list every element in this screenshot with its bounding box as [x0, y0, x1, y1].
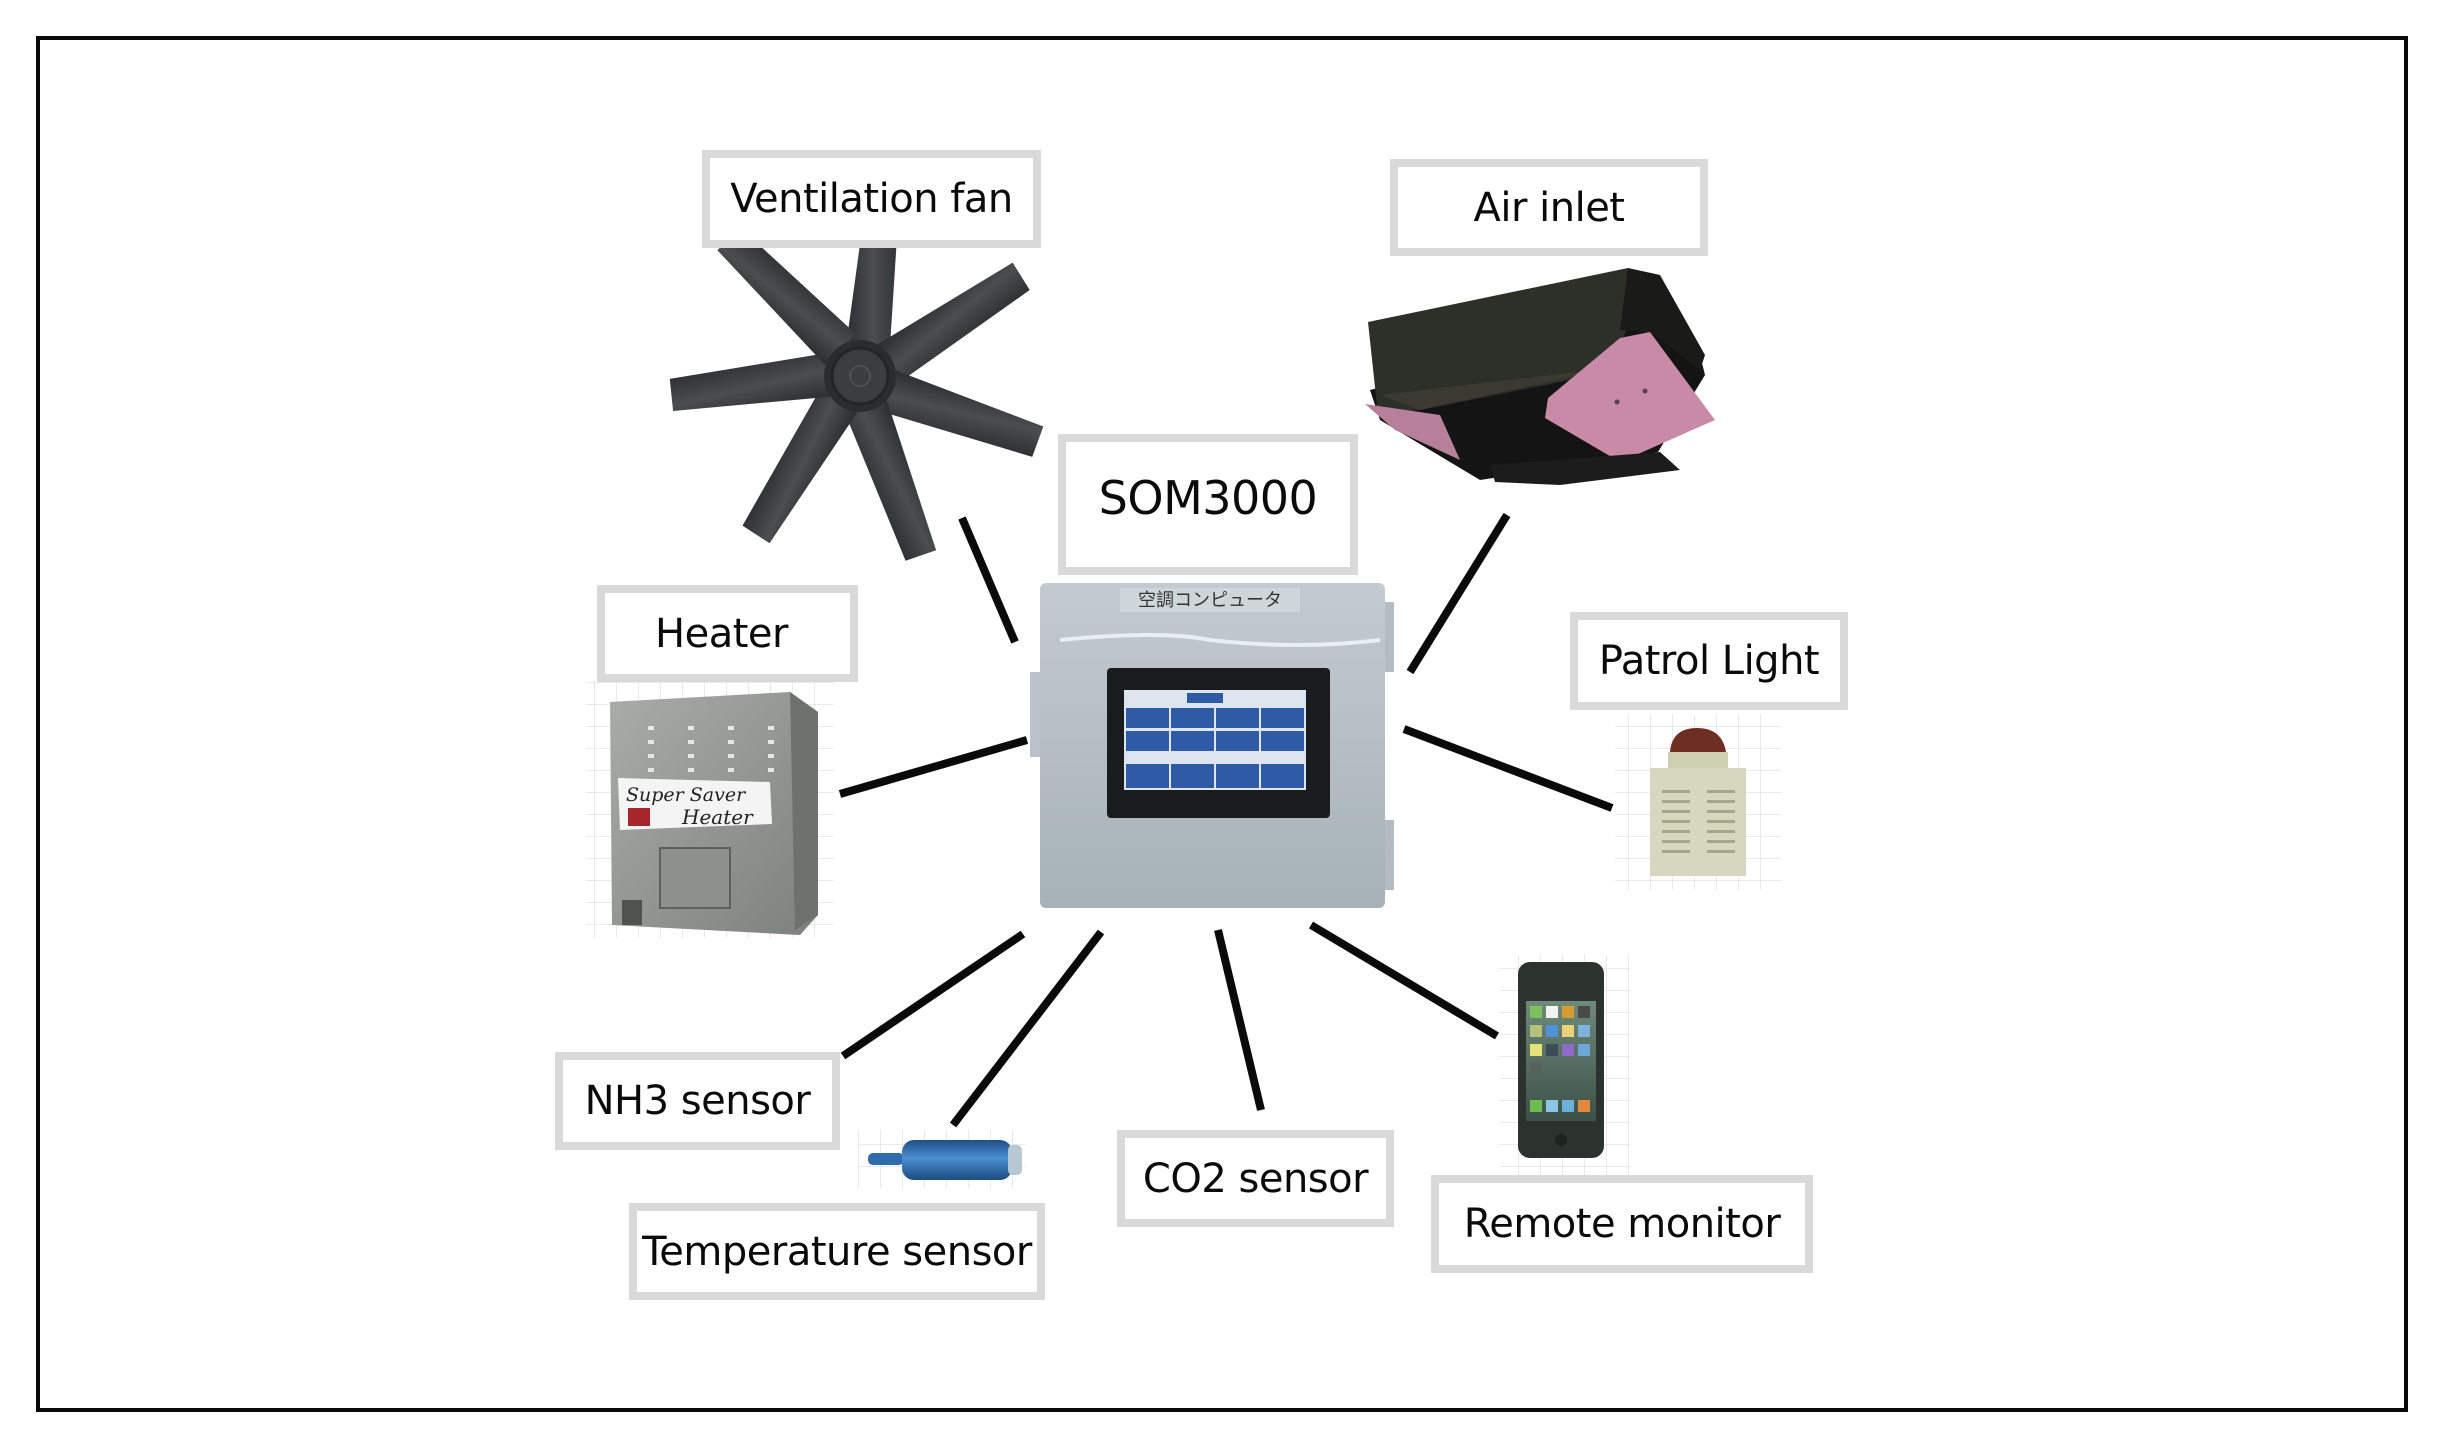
- connector-co2-sensor: [1214, 929, 1265, 1111]
- label-co2-sensor: CO2 sensor: [1117, 1130, 1394, 1227]
- label-air-inlet-text: Air inlet: [1473, 184, 1625, 231]
- label-nh3-sensor: NH3 sensor: [555, 1052, 840, 1150]
- label-co2-sensor-text: CO2 sensor: [1142, 1155, 1369, 1202]
- connector-ventilation-fan: [958, 516, 1019, 644]
- patrol-light-icon: [1615, 715, 1781, 890]
- connector-patrol-light: [1402, 725, 1614, 812]
- label-ventilation-fan-text: Ventilation fan: [730, 176, 1013, 222]
- label-patrol-light-text: Patrol Light: [1598, 638, 1820, 684]
- connector-nh3-sensor: [840, 930, 1026, 1060]
- label-temperature-sensor: Temperature sensor: [629, 1203, 1045, 1300]
- label-som3000: SOM3000: [1058, 434, 1358, 575]
- label-temperature-sensor-text: Temperature sensor: [642, 1228, 1032, 1275]
- heater-product-text: Heater: [681, 805, 754, 829]
- label-nh3-sensor-text: NH3 sensor: [584, 1078, 811, 1124]
- connector-temperature-sensor: [949, 929, 1105, 1128]
- air-inlet-icon: [1365, 268, 1715, 485]
- label-heater-text: Heater: [655, 610, 788, 657]
- label-som3000-text: SOM3000: [1098, 470, 1318, 525]
- heater-icon: Super Saver Heater: [586, 680, 834, 938]
- label-air-inlet: Air inlet: [1390, 159, 1708, 256]
- label-ventilation-fan: Ventilation fan: [702, 150, 1041, 248]
- label-remote-monitor-text: Remote monitor: [1463, 1201, 1781, 1247]
- fan-icon: [669, 186, 1044, 561]
- controller-device: 空調コンピュータ: [1030, 583, 1394, 908]
- connector-heater: [838, 736, 1029, 798]
- connector-air-inlet: [1406, 512, 1511, 675]
- connector-remote-monitor: [1308, 921, 1500, 1040]
- heater-brand-text: Super Saver: [626, 784, 747, 806]
- diagram-frame: [36, 36, 2408, 1412]
- label-remote-monitor: Remote monitor: [1431, 1175, 1813, 1273]
- label-heater: Heater: [597, 585, 858, 682]
- controller-sticker-text: 空調コンピュータ: [1138, 590, 1282, 611]
- label-patrol-light: Patrol Light: [1570, 612, 1848, 710]
- smartphone-icon: [1500, 955, 1630, 1180]
- temperature-probe-icon: [858, 1130, 1026, 1188]
